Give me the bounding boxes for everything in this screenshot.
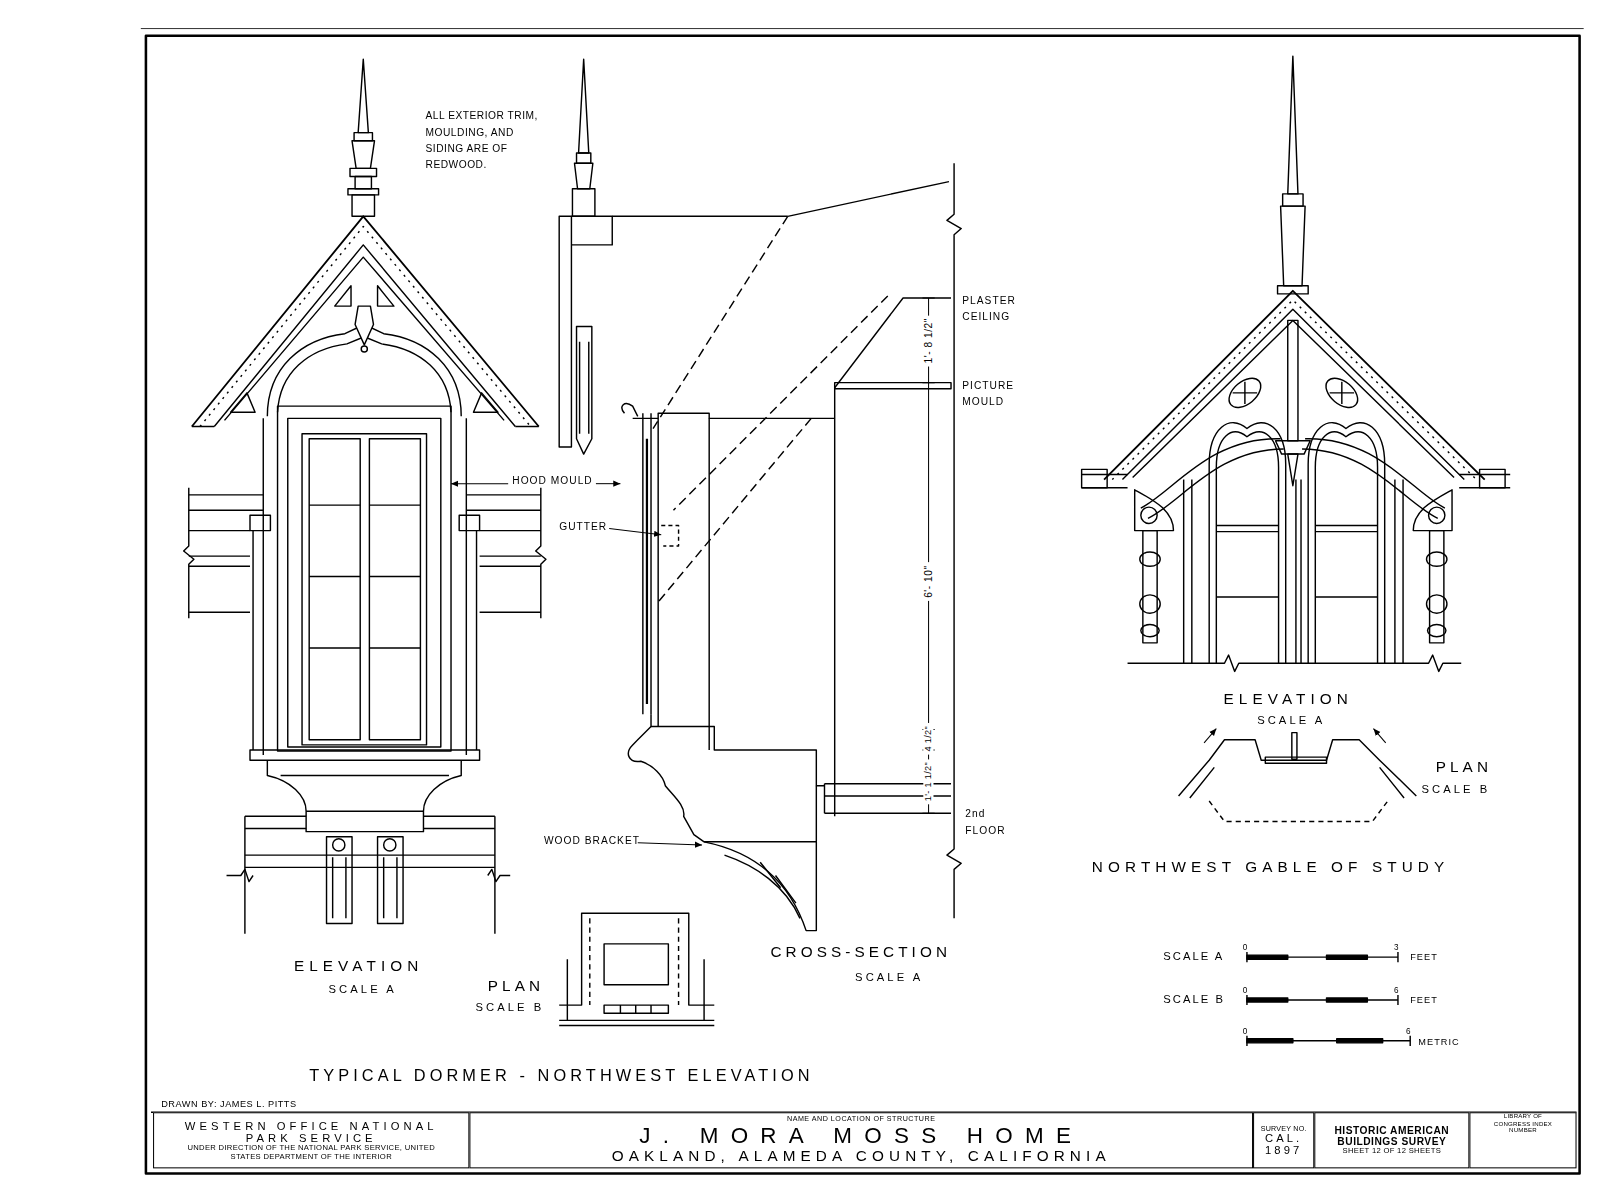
scale-unit: FEET	[1410, 952, 1438, 963]
index-cell: LIBRARY OF CONGRESS INDEX NUMBER	[1469, 1112, 1576, 1168]
survey-cell: SURVEY NO.CAL.1897	[1253, 1112, 1314, 1168]
leader-label: WOOD BRACKET	[544, 835, 640, 847]
level-label: PICTURE MOULD	[962, 378, 1025, 411]
structure-cell: NAME AND LOCATION OF STRUCTUREJ. MORA MO…	[469, 1112, 1253, 1168]
scale-note: SCALE A	[1257, 714, 1325, 727]
view-title: NORTHWEST GABLE OF STUDY	[1092, 858, 1449, 876]
title-text: SURVEY NO.	[1261, 1124, 1307, 1132]
scale-label: SCALE B	[1163, 993, 1225, 1006]
scale-label: SCALE A	[1163, 950, 1224, 963]
drafter-credit: DRAWN BY: JAMES L. PITTS	[161, 1099, 296, 1110]
view-title: ELEVATION	[294, 957, 424, 975]
view-title: CROSS-SECTION	[770, 943, 951, 961]
scale-number: 6	[1394, 986, 1399, 995]
dormer-cross-section	[559, 59, 961, 930]
dimension: 6'- 10"	[923, 562, 935, 601]
level-label: 2nd FLOOR	[965, 806, 1008, 839]
scale-note: SCALE A	[855, 970, 923, 983]
scale-note: SCALE B	[476, 1001, 545, 1014]
dimension: 4 1/2"	[923, 723, 934, 755]
view-title: PLAN	[488, 977, 544, 995]
title-text: OAKLAND, ALAMEDA COUNTY, CALIFORNIA	[612, 1148, 1111, 1165]
scale-note: SCALE B	[1421, 783, 1490, 796]
scale-bars	[1247, 952, 1410, 1046]
scale-unit: METRIC	[1418, 1037, 1459, 1048]
title-text: UNDER DIRECTION OF THE NATIONAL PARK SER…	[179, 1144, 444, 1161]
scale-number: 0	[1243, 986, 1248, 995]
scale-number: 0	[1243, 1027, 1248, 1036]
dormer-plan	[559, 913, 714, 1025]
view-title: PLAN	[1436, 758, 1492, 776]
dimension: 1'- 8 1/2"	[923, 315, 935, 366]
gable-plan	[1179, 729, 1417, 822]
title-text: NAME AND LOCATION OF STRUCTURE	[787, 1116, 936, 1124]
sheet-title: TYPICAL DORMER - NORTHWEST ELEVATION	[309, 1066, 813, 1085]
title-text: LIBRARY OF CONGRESS INDEX NUMBER	[1492, 1113, 1553, 1133]
scale-unit: FEET	[1410, 995, 1438, 1006]
title-text: CAL.	[1265, 1132, 1302, 1144]
dormer-elevation	[184, 59, 546, 933]
title-text: J. MORA MOSS HOME	[639, 1123, 1083, 1148]
title-text: WESTERN OFFICE NATIONAL PARK SERVICE	[185, 1120, 438, 1145]
view-title: ELEVATION	[1223, 690, 1353, 708]
gable-elevation	[1082, 56, 1511, 671]
dimension: 1'- 1 1/2"	[923, 759, 934, 804]
office-cell: WESTERN OFFICE NATIONAL PARK SERVICEUNDE…	[153, 1112, 469, 1168]
title-text: HISTORIC AMERICAN BUILDINGS SURVEY	[1320, 1125, 1463, 1147]
scale-note: SCALE A	[329, 983, 397, 996]
level-label: PLASTER CEILING	[962, 293, 1025, 326]
leader-label: GUTTER	[559, 520, 607, 532]
title-text: SHEET 12 OF 12 SHEETS	[1343, 1147, 1442, 1155]
scale-number: 0	[1243, 943, 1248, 952]
note: ALL EXTERIOR TRIM, MOULDING, AND SIDING …	[426, 108, 540, 173]
scale-number: 6	[1406, 1027, 1411, 1036]
leader-label: HOOD MOULD	[512, 474, 593, 486]
survey-name-cell: HISTORIC AMERICAN BUILDINGS SURVEYSHEET …	[1314, 1112, 1469, 1168]
title-text: 1897	[1265, 1144, 1302, 1156]
scale-number: 3	[1394, 943, 1399, 952]
